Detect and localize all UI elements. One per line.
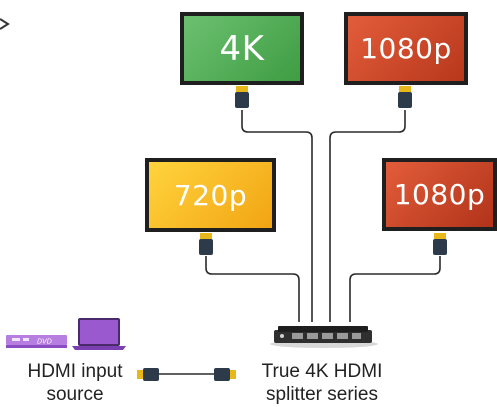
dvd-player-icon: DVD <box>6 335 67 348</box>
laptop-icon <box>72 318 126 350</box>
splitter-caption: True 4K HDMI splitter series <box>261 361 383 405</box>
display-label: 720p <box>173 178 248 212</box>
arrow-icon <box>0 18 10 30</box>
hdmi-plug-icon <box>398 86 412 108</box>
display-label: 4K <box>219 28 265 69</box>
dvd-label: DVD <box>37 339 52 346</box>
hdmi-plug-icon <box>137 368 159 381</box>
display-1080p-top: 1080p <box>344 12 468 85</box>
display-label: 1080p <box>360 32 452 65</box>
source-caption: HDMI input source <box>27 361 123 405</box>
hdmi-plug-icon <box>214 368 236 381</box>
hdmi-plug-icon <box>199 233 213 255</box>
display-4k: 4K <box>180 12 304 85</box>
hdmi-plug-icon <box>433 233 447 255</box>
display-1080p-right: 1080p <box>382 158 497 231</box>
display-label: 1080p <box>393 178 486 211</box>
cable-to-1080p-right <box>349 256 441 322</box>
cable-to-720p <box>205 256 300 322</box>
cable-to-4k <box>241 110 313 322</box>
splitter-device-icon <box>270 326 378 348</box>
display-720p: 720p <box>145 158 276 232</box>
cable-to-1080p-top <box>329 110 406 322</box>
hdmi-plug-icon <box>235 86 249 108</box>
